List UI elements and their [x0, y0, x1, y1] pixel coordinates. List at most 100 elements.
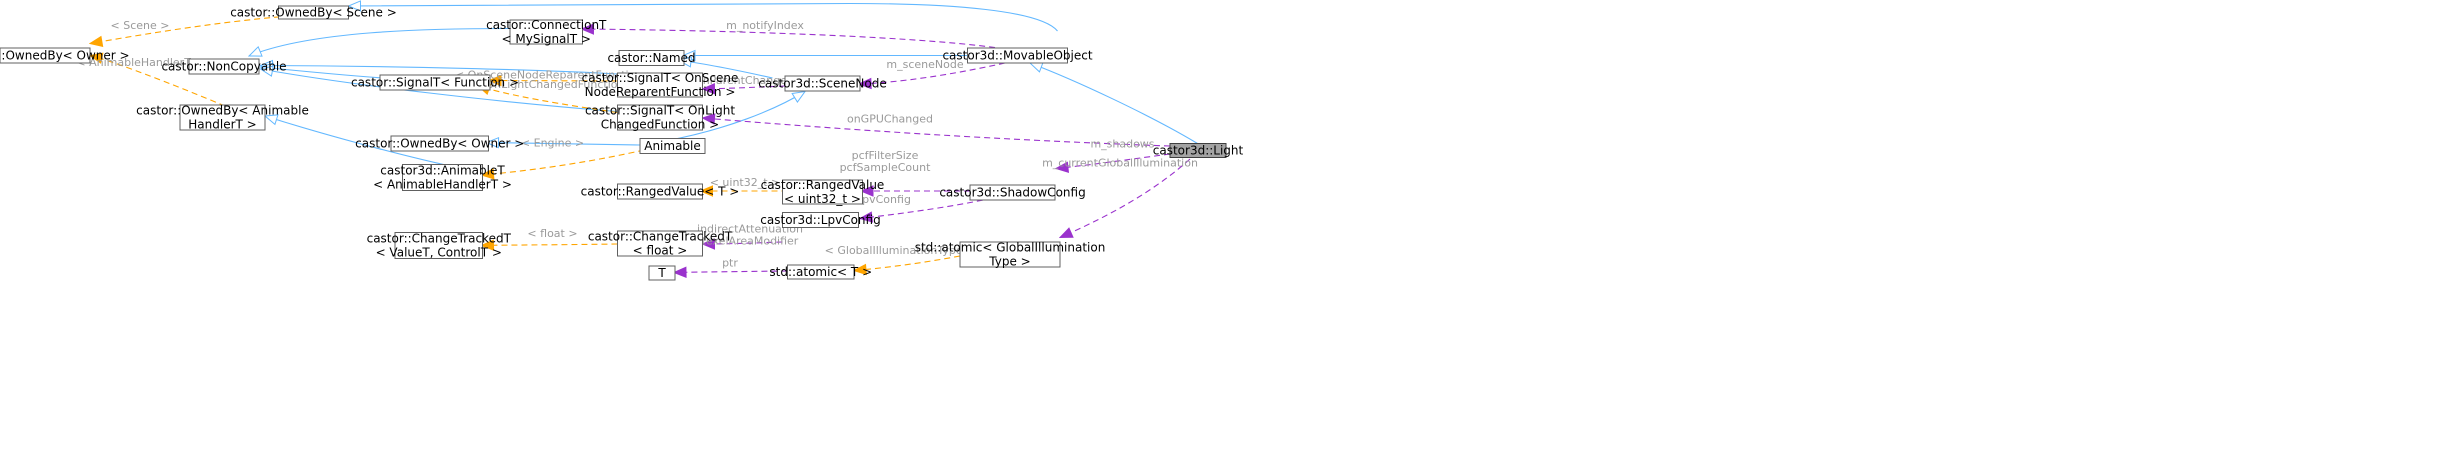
edge-atomic-t-to-t — [674, 271, 788, 273]
class-node-owned-scene[interactable]: castor::OwnedBy< Scene > — [230, 5, 397, 20]
class-node-noncopyable[interactable]: castor::NonCopyable — [161, 58, 287, 75]
class-node-box — [787, 264, 855, 280]
class-node-label: NodeReparentFunction > — [585, 85, 736, 99]
edge-atomic-gi-to-atomic-t — [854, 255, 961, 271]
edge-label-pcf: pcfSampleCount — [840, 161, 932, 174]
class-node-label: castor3d::ShadowConfig — [939, 186, 1085, 200]
class-node-scenenode[interactable]: castor3d::SceneNode — [758, 75, 887, 92]
class-node-label: castor::ChangeTrackedT — [367, 232, 512, 246]
class-node-label: < float > — [633, 244, 688, 258]
class-node-label: castor::OwnedBy< Owner > — [0, 49, 130, 63]
edge-label-gi-type: < GlobalIlluminationType > — [825, 244, 976, 257]
class-node-box — [617, 72, 703, 98]
class-node-changetracked-t[interactable]: castor::ChangeTrackedT< ValueT, ControlT… — [367, 232, 512, 260]
class-node-label: castor3d::AnimableT — [380, 164, 505, 178]
class-node-label: T — [657, 266, 666, 280]
class-node-signal-scenenode[interactable]: castor::SignalT< OnSceneNodeReparentFunc… — [582, 71, 739, 99]
edge-movable-to-scenenode — [859, 62, 1006, 84]
class-node-light[interactable]: castor3d::Light — [1153, 143, 1244, 158]
edge-label-scene-node: m_sceneNode — [886, 58, 963, 71]
class-node-animablet[interactable]: castor3d::AnimableT< AnimableHandlerT > — [373, 164, 512, 192]
class-node-label: HandlerT > — [188, 118, 256, 132]
edge-labels-layer: < Scene > < AnimableHandlerT > m_notifyInd… — [76, 19, 1198, 270]
class-node-box — [969, 184, 1056, 201]
class-node-label: castor3d::LpvConfig — [760, 213, 880, 227]
class-node-signal-light[interactable]: castor::SignalT< OnLightChangedFunction … — [585, 104, 735, 132]
edge-label-attenuation: indirectAttenuation — [697, 223, 803, 236]
edge-light-to-movable — [1030, 63, 1198, 144]
edge-label-scene: < Scene > — [111, 19, 170, 32]
edge-animablet-to-owned-animable — [265, 116, 451, 167]
class-node-box — [0, 47, 91, 64]
edge-label-on-light-changed: < OnLightChangedFunction > — [473, 78, 637, 91]
class-node-movable[interactable]: castor3d::MovableObject — [942, 47, 1093, 64]
class-node-owned-owner-mid[interactable]: castor::OwnedBy< Owner > — [355, 135, 524, 152]
edge-animable-to-animablet — [482, 149, 645, 175]
class-node-box — [784, 75, 861, 92]
class-node-changetracked-float[interactable]: castor::ChangeTrackedT< float > — [588, 230, 733, 258]
nodes-layer: castor::OwnedBy< Scene >castor::OwnedBy<… — [0, 5, 1244, 281]
class-node-box — [390, 135, 489, 152]
class-node-ranged-t[interactable]: castor::RangedValue< T > — [581, 183, 740, 200]
edge-signal-light-to-noncopyable — [261, 69, 618, 113]
class-node-signal-function[interactable]: castor::SignalT< Function > — [351, 74, 519, 91]
class-node-label: ChangedFunction > — [601, 118, 719, 132]
class-node-box — [394, 232, 483, 259]
class-node-owned-animable[interactable]: castor::OwnedBy< AnimableHandlerT > — [136, 104, 309, 132]
edge-movable-to-connection — [582, 29, 996, 49]
class-node-label: castor::OwnedBy< Animable — [136, 104, 309, 118]
edge-label-animable-handler: < AnimableHandlerT > — [76, 56, 203, 69]
edge-owned-animable-to-owned-owner — [90, 56, 226, 107]
class-node-label: castor::SignalT< OnLight — [585, 104, 735, 118]
class-node-label: castor::Named — [607, 51, 695, 65]
class-node-named[interactable]: castor::Named — [607, 50, 696, 66]
class-node-box — [617, 183, 703, 200]
class-node-atomic-t[interactable]: std::atomic< T > — [769, 264, 872, 280]
class-node-label: < uint32_t > — [784, 192, 861, 206]
class-node-box — [617, 104, 703, 131]
class-node-label: Animable — [644, 139, 701, 153]
edge-label-on-scene-node-reparent: < OnSceneNodeReparentFunction > — [455, 69, 655, 82]
class-node-owned-owner-top[interactable]: castor::OwnedBy< Owner > — [0, 47, 130, 64]
class-node-box — [782, 212, 859, 228]
edge-connection-to-noncopyable — [249, 27, 511, 57]
edge-lpvconfig-to-changetracked-float — [703, 242, 783, 244]
edge-animable-to-scenenode — [664, 92, 805, 142]
class-node-animable[interactable]: Animable — [639, 138, 706, 154]
class-node-atomic-gi[interactable]: std::atomic< GlobalIlluminationType > — [915, 241, 1106, 269]
class-node-ranged-uint[interactable]: castor::RangedValue< uint32_t > — [761, 178, 885, 206]
class-node-box — [379, 74, 491, 91]
edge-label-uint32: < uint32_t > — [710, 176, 781, 189]
class-node-t[interactable]: T — [648, 265, 676, 281]
edge-label-current-gi: m_currentGlobalIllumination — [1042, 157, 1198, 170]
class-node-box — [959, 241, 1061, 268]
class-node-label: castor::NonCopyable — [161, 60, 286, 74]
edge-light-to-signal-light — [703, 118, 1171, 147]
class-node-label: Type > — [988, 255, 1030, 269]
class-node-label: std::atomic< T > — [769, 265, 872, 279]
class-node-box — [648, 265, 676, 281]
edge-label-float: < float > — [527, 227, 577, 240]
class-node-connection[interactable]: castor::ConnectionT< MySignalT > — [486, 18, 607, 46]
class-node-label: castor3d::Light — [1153, 144, 1244, 158]
class-node-label: castor::RangedValue — [761, 178, 885, 192]
edge-signal-scenenode-to-signal-function — [489, 81, 618, 82]
class-node-label: castor::ConnectionT — [486, 18, 607, 32]
edge-light-to-shadowconfig — [1056, 153, 1171, 169]
edge-label-on-parent-changed: onParentChanged — [696, 74, 794, 87]
class-node-box — [639, 138, 706, 154]
class-node-lpvconfig[interactable]: castor3d::LpvConfig — [760, 212, 881, 228]
edge-scenenode-to-signal-scenenode — [703, 86, 786, 89]
class-node-label: std::atomic< GlobalIllumination — [915, 241, 1106, 255]
class-node-box — [509, 19, 583, 45]
edge-label-engine: < Engine > — [521, 137, 584, 150]
class-node-box — [1169, 143, 1227, 158]
class-node-label: castor::OwnedBy< Owner > — [355, 137, 524, 151]
edge-label-lpv-config: lpvConfig — [859, 193, 911, 206]
class-node-label: < MySignalT > — [502, 32, 591, 46]
edge-label-notify-index: m_notifyIndex — [726, 19, 804, 32]
class-node-box — [967, 47, 1068, 64]
class-node-shadowconfig[interactable]: castor3d::ShadowConfig — [939, 184, 1086, 201]
edge-signal-scenenode-to-noncopyable — [261, 66, 618, 75]
